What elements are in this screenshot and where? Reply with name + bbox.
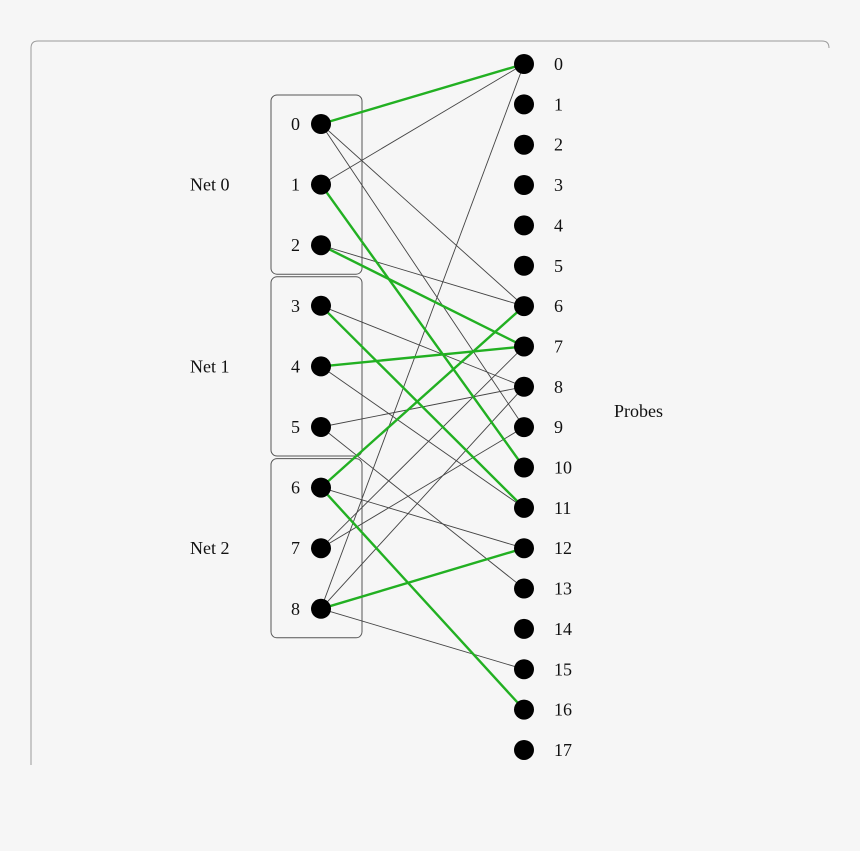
probe-node-label-12: 12 — [554, 538, 572, 558]
probe-node-label-9: 9 — [554, 417, 563, 437]
left-node-label-4: 4 — [291, 356, 300, 376]
probe-node-7 — [514, 336, 534, 357]
edge-6-to-16 — [320, 486, 525, 711]
probe-node-label-3: 3 — [554, 175, 563, 195]
probe-node-label-6: 6 — [554, 296, 563, 316]
probe-node-16 — [514, 699, 534, 720]
left-node-label-8: 8 — [291, 599, 300, 619]
probe-node-label-4: 4 — [554, 215, 563, 235]
edge-8-to-0 — [320, 63, 525, 609]
probe-node-9 — [514, 417, 534, 438]
group-label-net-1: Net 1 — [190, 356, 230, 376]
probe-node-label-1: 1 — [554, 94, 563, 114]
probe-node-label-7: 7 — [554, 336, 563, 356]
probe-node-11 — [514, 497, 534, 518]
probe-node-label-11: 11 — [554, 498, 571, 518]
probe-node-1 — [514, 94, 534, 115]
probe-node-label-5: 5 — [554, 256, 563, 276]
edge-4-to-11 — [320, 366, 525, 509]
left-node-0 — [311, 114, 331, 134]
group-box-net-2 — [270, 458, 363, 639]
probe-node-12 — [514, 538, 534, 559]
probe-node-15 — [514, 659, 534, 680]
left-node-label-0: 0 — [291, 114, 300, 134]
frame-border — [30, 40, 830, 765]
edge-1-to-0 — [320, 63, 525, 185]
edge-7-to-9 — [320, 426, 525, 549]
probe-node-0 — [514, 54, 534, 74]
left-node-label-1: 1 — [291, 175, 300, 195]
edge-8-to-12 — [320, 547, 525, 610]
group-label-net-2: Net 2 — [190, 538, 230, 558]
probe-node-10 — [514, 457, 534, 478]
left-node-7 — [311, 538, 331, 559]
left-node-label-2: 2 — [291, 235, 300, 255]
probe-node-8 — [514, 376, 534, 397]
edge-1-to-10 — [320, 183, 525, 469]
edge-8-to-8 — [320, 386, 525, 610]
probe-node-label-10: 10 — [554, 458, 572, 478]
probe-node-label-0: 0 — [554, 54, 563, 74]
probe-node-6 — [514, 296, 534, 317]
probe-node-14 — [514, 618, 534, 639]
probe-node-label-14: 14 — [554, 619, 572, 639]
probe-node-label-16: 16 — [554, 700, 572, 720]
left-node-1 — [311, 174, 331, 195]
edge-0-to-0 — [320, 62, 525, 126]
probe-node-13 — [514, 578, 534, 599]
edge-6-to-6 — [320, 305, 525, 489]
edge-4-to-7 — [320, 345, 525, 368]
edge-6-to-12 — [320, 487, 525, 549]
probe-node-label-2: 2 — [554, 135, 563, 155]
left-node-label-6: 6 — [291, 478, 300, 498]
edge-5-to-13 — [320, 426, 525, 589]
group-box-net-1 — [270, 276, 363, 457]
probe-node-label-17: 17 — [554, 740, 572, 760]
edge-2-to-7 — [320, 244, 525, 348]
left-node-label-7: 7 — [291, 538, 300, 558]
probe-node-label-13: 13 — [554, 579, 572, 599]
left-node-5 — [311, 417, 331, 437]
probe-node-label-15: 15 — [554, 659, 572, 679]
left-node-2 — [311, 235, 331, 256]
left-node-8 — [311, 598, 331, 619]
left-node-label-3: 3 — [291, 296, 300, 316]
edge-2-to-6 — [320, 244, 525, 307]
left-node-label-5: 5 — [291, 417, 300, 437]
probe-node-5 — [514, 255, 534, 276]
edge-8-to-15 — [320, 608, 525, 670]
edge-3-to-8 — [320, 305, 525, 388]
group-label-net-0: Net 0 — [190, 175, 230, 195]
left-node-6 — [311, 477, 331, 498]
left-node-4 — [311, 356, 331, 377]
edge-0-to-6 — [320, 123, 525, 307]
probe-node-3 — [514, 175, 534, 196]
edge-3-to-11 — [320, 304, 525, 509]
left-node-3 — [311, 295, 331, 316]
probe-node-label-8: 8 — [554, 377, 563, 397]
probes-label: Probes — [614, 401, 663, 421]
probe-node-2 — [514, 134, 534, 155]
edge-7-to-7 — [320, 346, 525, 549]
probe-node-17 — [514, 739, 534, 760]
probe-node-4 — [514, 215, 534, 236]
